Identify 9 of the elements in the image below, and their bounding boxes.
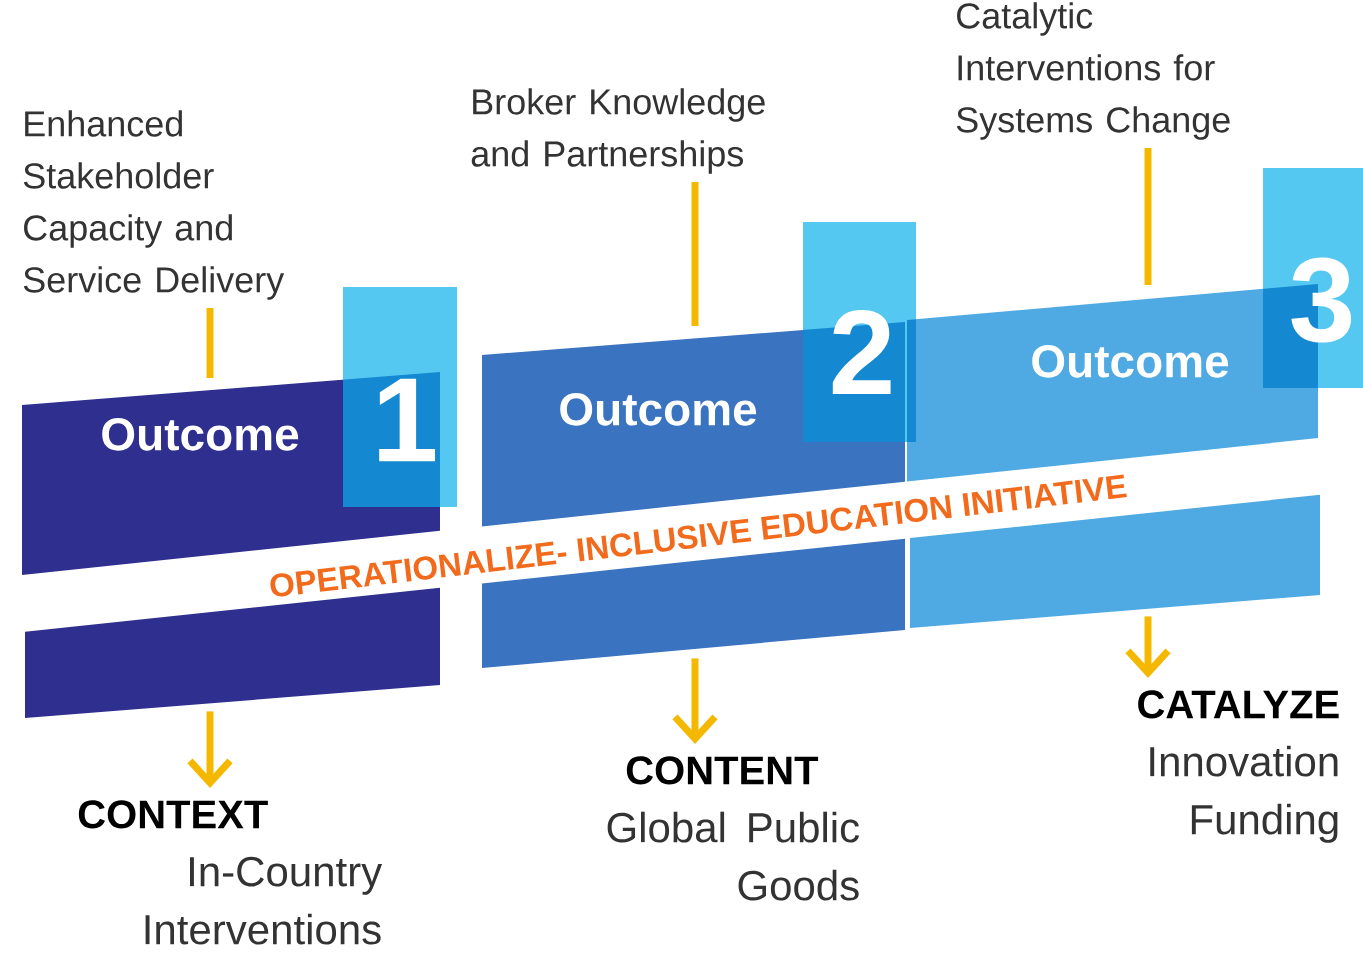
outcome-description: Broker Knowledge and Partnerships	[471, 88, 765, 174]
number-square: 1	[343, 287, 457, 507]
result-text: CONTENT Global Public Goods	[607, 756, 859, 901]
number-square: 3	[1263, 168, 1363, 388]
result-text: CONTEXT In-Country Interventions	[78, 800, 383, 945]
number-square: 2	[803, 222, 916, 442]
outcome-description: Enhanced Stakeholder Capacity and Service Delivery	[23, 110, 285, 300]
result-text: CATALYZE Innovation Funding	[1138, 690, 1339, 843]
outcome-description: Catalytic Interventions for Systems Change	[956, 2, 1230, 140]
